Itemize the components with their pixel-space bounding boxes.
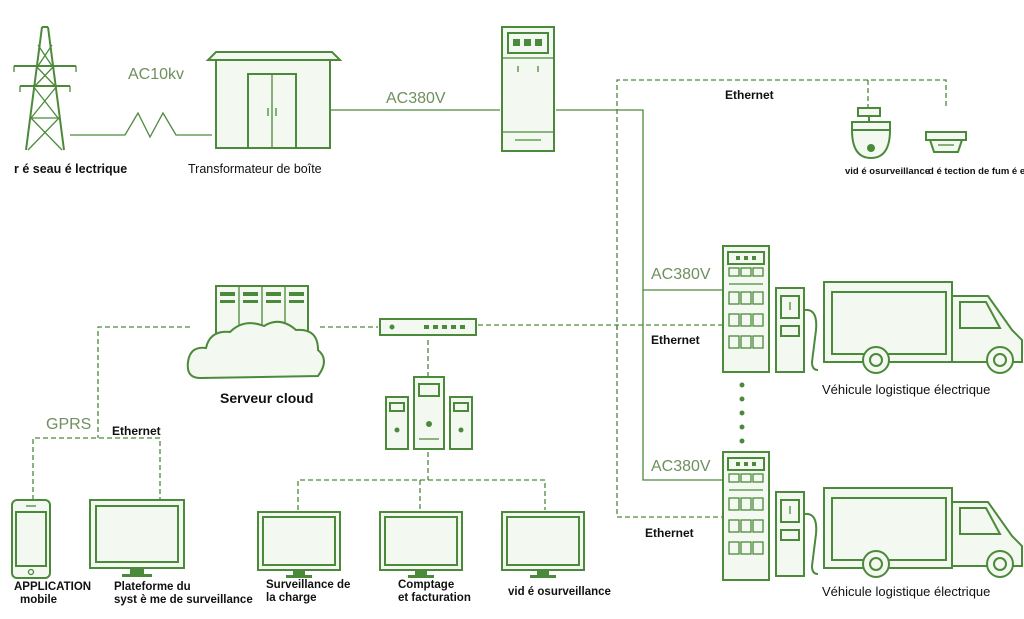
label-ac380-low: AC380V	[651, 458, 711, 475]
label-platform: Plateforme du syst è me de surveillance	[114, 581, 253, 607]
cloud-server-icon	[186, 285, 325, 380]
label-ac380-top: AC380V	[386, 90, 446, 107]
electric-truck-1-icon	[823, 281, 1023, 374]
network-switch-icon	[379, 318, 477, 336]
monitor-billing-icon	[379, 511, 463, 578]
label-billing: Comptage et facturation	[398, 579, 471, 605]
label-ethernet-left: Ethernet	[112, 424, 161, 438]
box-transformer-icon	[205, 51, 343, 149]
charging-pile-2-icon	[775, 491, 819, 577]
charging-cabinet-2-icon	[722, 451, 770, 581]
label-platform-line-2: syst è me de surveillance	[114, 594, 253, 606]
label-transformer: Transformateur de boîte	[188, 162, 322, 176]
label-cloud-server: Serveur cloud	[220, 390, 314, 406]
label-ethernet-top: Ethernet	[725, 88, 774, 102]
charging-cabinet-1-icon	[722, 245, 770, 373]
label-app-line-2: mobile	[20, 594, 58, 606]
label-app: APPLICATION mobile	[14, 581, 91, 607]
label-billing-line-2: et facturation	[398, 592, 471, 604]
label-platform-line-1: Plateforme du	[114, 581, 191, 593]
label-charge-monitoring: Surveillance de la charge	[266, 579, 350, 605]
smartphone-icon	[11, 499, 51, 579]
electric-truck-2-icon	[823, 487, 1023, 578]
ellipsis-dots	[739, 382, 745, 444]
charging-pile-1-icon	[775, 287, 819, 373]
smoke-detector-icon	[925, 131, 967, 153]
label-ethernet-mid: Ethernet	[651, 333, 700, 347]
label-charge-line-2: la charge	[266, 592, 317, 604]
server-towers-icon	[385, 376, 473, 450]
label-gprs: GPRS	[46, 416, 92, 433]
label-ac10kv: AC10kv	[128, 66, 185, 83]
monitor-charging-icon	[257, 511, 341, 578]
label-vehicle-2: Véhicule logistique électrique	[822, 584, 991, 599]
label-vehicle-1: Véhicule logistique électrique	[822, 382, 991, 397]
distribution-cabinet-icon	[501, 26, 555, 152]
dome-camera-icon	[850, 107, 892, 160]
label-grid: r é seau é lectrique	[14, 162, 128, 176]
label-app-line-1: APPLICATION	[14, 581, 92, 593]
label-cctv-bottom: vid é osurveillance	[508, 586, 611, 598]
power-pylon-icon	[13, 26, 77, 151]
label-billing-line-1: Comptage	[398, 579, 455, 591]
label-cctv-top: vid é osurveillance	[845, 166, 931, 177]
monitor-cctv-icon	[501, 511, 585, 578]
monitor-platform-icon	[89, 499, 185, 577]
label-ethernet-low: Ethernet	[645, 526, 694, 540]
data-lines	[32, 79, 947, 518]
label-smoke: d é tection de fum é e	[928, 166, 1024, 177]
label-ac380-mid: AC380V	[651, 266, 711, 283]
power-lines	[70, 109, 723, 481]
label-charge-line-1: Surveillance de	[266, 579, 351, 591]
